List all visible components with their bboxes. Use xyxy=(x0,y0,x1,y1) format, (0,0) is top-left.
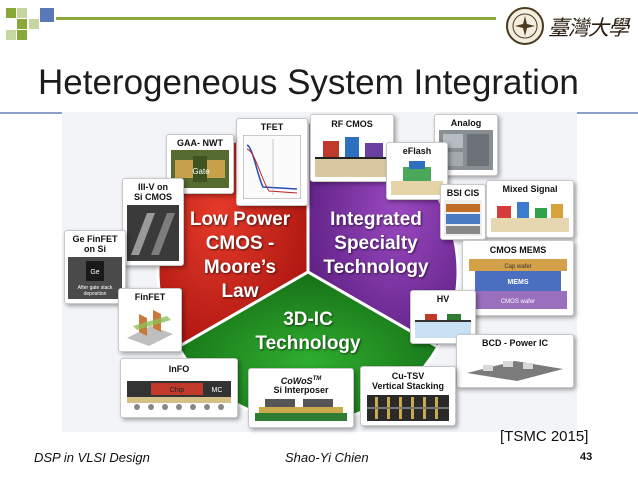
bcd-chip-image xyxy=(467,361,563,381)
bsi-cis-image xyxy=(444,200,482,236)
footer-author: Shao-Yi Chien xyxy=(285,450,369,465)
footer-course: DSP in VLSI Design xyxy=(34,450,150,465)
cowos-package-image xyxy=(255,399,347,421)
svg-text:Gate: Gate xyxy=(192,167,210,176)
decor-square-4 xyxy=(17,19,27,29)
university-logo-text: 臺灣大學 xyxy=(548,16,629,40)
card-iii-v: III-V on Si CMOS xyxy=(122,178,184,266)
svg-text:After gate stack: After gate stack xyxy=(78,285,113,291)
analog-chip-photo xyxy=(439,130,493,170)
cowos-label: CoWoS xyxy=(280,376,313,386)
card-finfet: FinFET xyxy=(118,288,182,352)
svg-text:MC: MC xyxy=(212,387,223,394)
svg-text:deposition: deposition xyxy=(84,291,107,297)
rf-cmos-crosssection xyxy=(315,137,389,177)
gaa-nanowire-image: Gate xyxy=(171,150,229,188)
university-seal-icon xyxy=(506,7,544,45)
decor-square-7 xyxy=(17,30,27,40)
card-ge-finfet: Ge FinFET on Si Ge After gate stack depo… xyxy=(64,230,126,304)
card-cowos: CoWoSTM Si Interposer xyxy=(248,368,354,428)
decor-square-1 xyxy=(6,8,16,18)
card-cu-tsv: Cu-TSV Vertical Stacking xyxy=(360,366,456,426)
slide-title: Heterogeneous System Integration xyxy=(38,63,579,102)
card-tfet: TFET xyxy=(236,118,308,206)
eflash-crosssection xyxy=(391,161,443,195)
card-bcd-power-ic: BCD - Power IC xyxy=(456,334,574,388)
card-hv: HV xyxy=(410,290,476,344)
ge-finfet-image: Ge After gate stack deposition xyxy=(68,257,122,299)
svg-text:CMOS wafer: CMOS wafer xyxy=(501,299,535,305)
decor-square-2 xyxy=(17,8,27,18)
integration-graphic: Low Power CMOS - Moore’s Law Integrated … xyxy=(62,112,577,432)
green-segment-text: 3D-IC Technology xyxy=(255,309,361,354)
tfet-curve-plot xyxy=(243,135,301,199)
decor-bar xyxy=(56,17,496,20)
trademark-mark: TM xyxy=(312,376,322,382)
red-segment-text: Low Power CMOS - Moore’s Law xyxy=(189,209,291,302)
cmos-mems-crosssection: Cap wafer MEMS CMOS wafer xyxy=(469,259,567,309)
si-interposer-label: Si Interposer xyxy=(273,385,329,395)
svg-text:Cap wafer: Cap wafer xyxy=(504,264,531,270)
cu-tsv-image xyxy=(367,395,449,421)
purple-segment-text: Integrated Specialty Technology xyxy=(323,209,429,278)
mixed-signal-image xyxy=(491,202,569,232)
finfet-3d-image xyxy=(127,310,173,346)
card-cmos-mems: CMOS MEMS Cap wafer MEMS CMOS wafer xyxy=(462,240,574,316)
decor-square-6 xyxy=(6,30,16,40)
card-info: InFO Chip MC xyxy=(120,358,238,418)
card-mixed-signal: Mixed Signal xyxy=(486,180,574,238)
card-eflash: eFlash xyxy=(386,142,448,200)
page-number: 43 xyxy=(580,451,593,463)
svg-text:Ge: Ge xyxy=(90,269,99,276)
card-bsi-cis: BSI CIS xyxy=(440,184,486,240)
svg-text:Chip: Chip xyxy=(170,387,185,394)
svg-text:MEMS: MEMS xyxy=(508,279,529,286)
iii-v-sem-image xyxy=(127,205,179,261)
decor-square-3 xyxy=(40,8,54,22)
card-rf-cmos: RF CMOS xyxy=(310,114,394,182)
citation: [TSMC 2015] xyxy=(500,428,589,445)
info-package-crosssection: Chip MC xyxy=(127,381,231,410)
decor-square-5 xyxy=(29,19,39,29)
